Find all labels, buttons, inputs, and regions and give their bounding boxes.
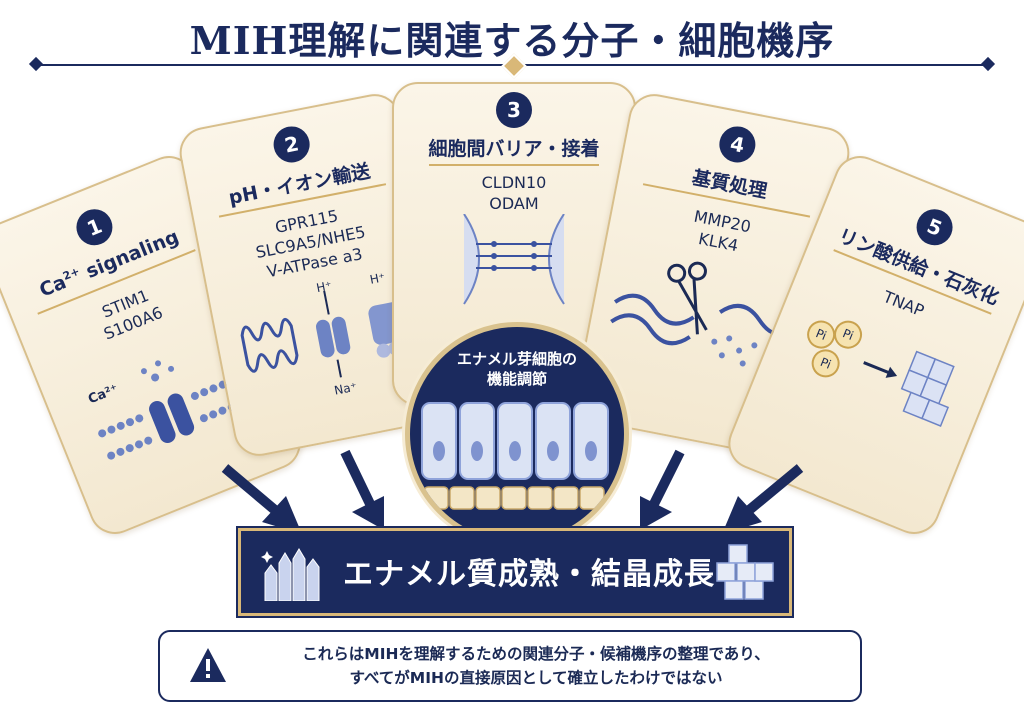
icon-label: Pi <box>818 355 833 372</box>
card-number: 3 <box>496 92 532 128</box>
card-divider <box>429 164 599 166</box>
card-matrix-processing: 4 基質処理 MMP20 KLK4 <box>570 89 854 461</box>
outcome-banner: エナメル質成熟・結晶成長 <box>238 528 792 616</box>
ameloblast-cells-icon <box>421 402 609 510</box>
icon-label: H⁺ <box>369 270 387 287</box>
crystal-cubes-icon <box>716 544 774 600</box>
disclaimer-text: これらはMIHを理解するための関連分子・候補機序の整理であり、 すべてがMIHの… <box>302 645 770 687</box>
gene-label: ODAM <box>489 194 539 213</box>
center-label: エナメル芽細胞の 機能調節 <box>456 350 577 388</box>
ameloblast-regulation-circle: エナメル芽細胞の 機能調節 <box>405 322 629 546</box>
phosphate-crystal-icon: Pi Pi Pi <box>807 320 955 427</box>
icon-label: H⁺ <box>315 279 333 296</box>
icon-label: Pi <box>841 326 856 343</box>
protease-scissors-icon <box>610 261 791 367</box>
gene-list: CLDN10 ODAM <box>394 172 634 214</box>
gene-label: CLDN10 <box>481 173 547 192</box>
warning-icon <box>190 648 226 682</box>
card-ca-signaling: 1 Ca2+ signaling STIM1 S100A6 Ca²⁺ <box>0 148 309 542</box>
banner-text: エナメル質成熟・結晶成長 <box>343 557 715 592</box>
enamel-prism-icon <box>261 548 320 601</box>
icon-label: Na⁺ <box>333 380 358 398</box>
card-title: 細胞間バリア・接着 <box>428 138 600 160</box>
icon-label: Pi <box>814 326 829 343</box>
calcium-channel-icon: Ca²⁺ <box>86 360 245 460</box>
card-phosphate-mineralization: 5 リン酸供給・石灰化 TNAP Pi Pi Pi <box>720 148 1024 542</box>
disclaimer-note: これらはMIHを理解するための関連分子・候補機序の整理であり、 すべてがMIHの… <box>158 630 862 702</box>
tight-junction-icon <box>463 214 565 305</box>
